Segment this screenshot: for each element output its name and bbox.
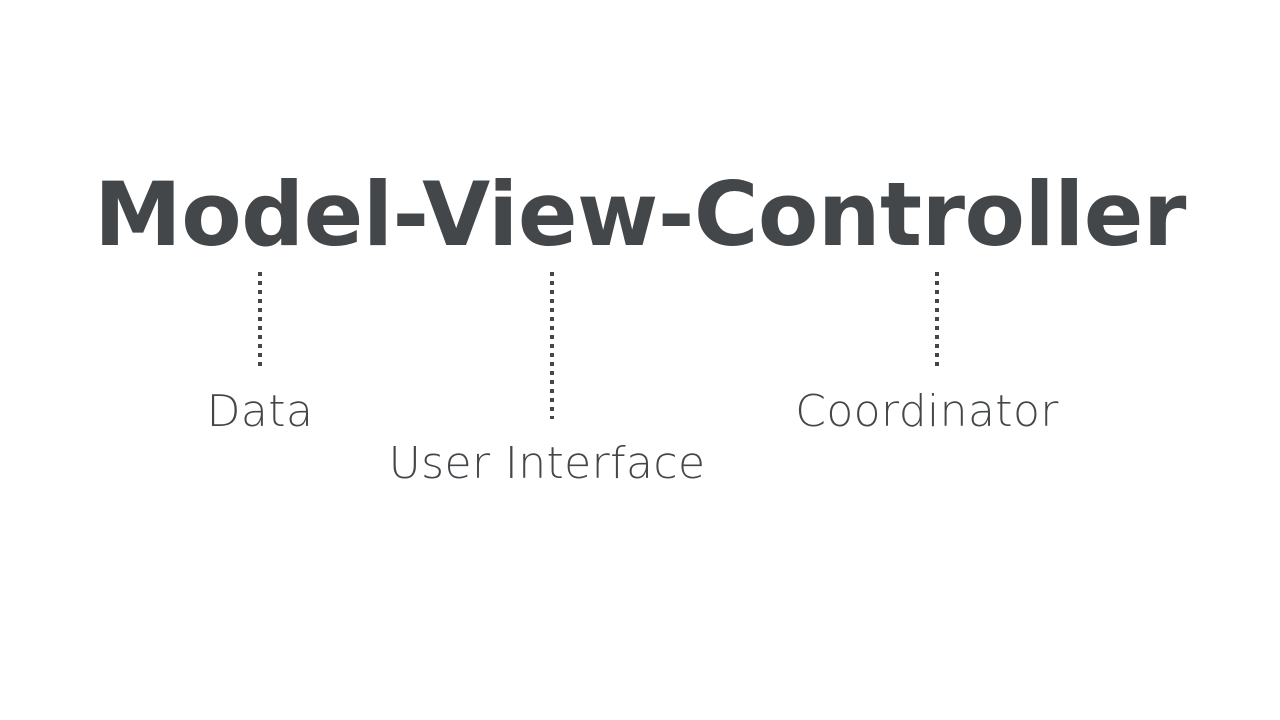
dotted-connector-model bbox=[258, 272, 262, 369]
dotted-connector-controller bbox=[935, 272, 939, 369]
page-title: Model-View-Controller bbox=[94, 163, 1186, 266]
label-controller-coordinator: Coordinator bbox=[795, 386, 1059, 437]
label-model-data: Data bbox=[206, 386, 314, 437]
label-view-user-interface: User Interface bbox=[388, 438, 706, 489]
dotted-connector-view bbox=[550, 272, 554, 419]
